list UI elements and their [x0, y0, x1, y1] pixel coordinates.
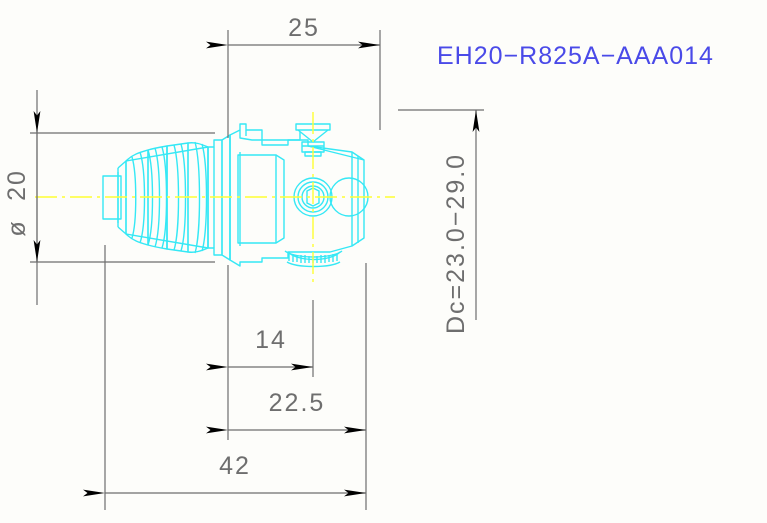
dim-label-cutting-diameter: Dc=23.0−29.0 [442, 153, 470, 334]
dim-label-20: 20 [3, 169, 31, 201]
part-number-title: EH20−R825A−AAA014 [437, 42, 714, 70]
centerlines [35, 112, 395, 282]
dim-label-25: 25 [288, 14, 320, 42]
dim-label-22-5: 22.5 [269, 389, 326, 417]
dim-label-diameter-symbol: ø [3, 219, 31, 236]
dim-label-14: 14 [255, 326, 287, 354]
part-flange-body [221, 123, 365, 267]
dimension-arrow-lines [33, 41, 480, 497]
tool-holder-part [102, 123, 369, 268]
dim-label-42: 42 [219, 452, 251, 480]
dimension-lines [30, 30, 484, 510]
